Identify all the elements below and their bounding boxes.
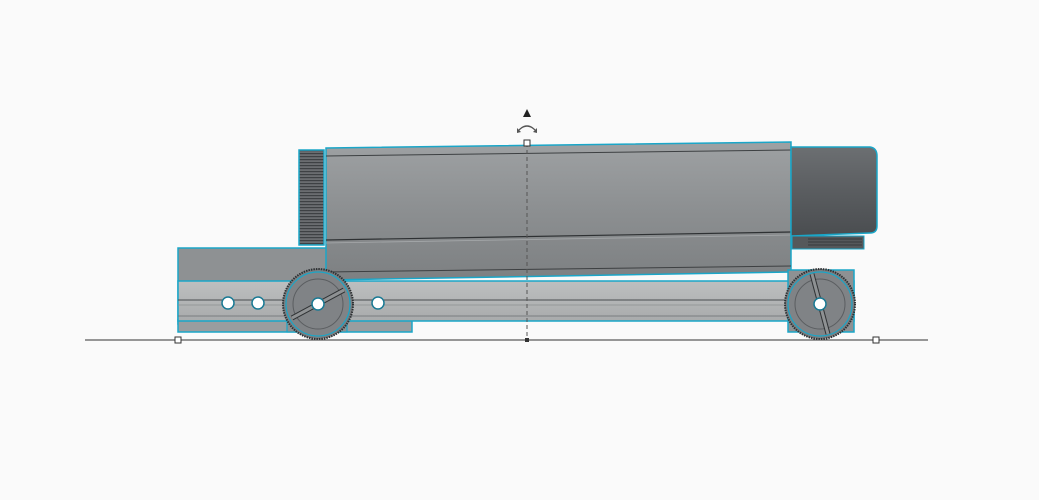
lower-rail bbox=[177, 280, 855, 322]
front-wheel bbox=[784, 268, 856, 340]
hole bbox=[371, 296, 385, 310]
front-cap bbox=[790, 146, 878, 237]
main-barrel bbox=[325, 141, 792, 281]
rear-wheel bbox=[282, 268, 354, 340]
up-arrow-icon[interactable] bbox=[523, 109, 531, 117]
resize-handle-top[interactable] bbox=[523, 139, 531, 147]
resize-handle-left[interactable] bbox=[174, 336, 182, 344]
center-handle[interactable] bbox=[525, 338, 529, 342]
knurled-knob bbox=[298, 149, 325, 246]
selected-object[interactable] bbox=[177, 141, 878, 340]
hole bbox=[221, 296, 235, 310]
resize-handle-right[interactable] bbox=[872, 336, 880, 344]
rotate-icon[interactable] bbox=[517, 125, 537, 133]
hole bbox=[251, 296, 265, 310]
